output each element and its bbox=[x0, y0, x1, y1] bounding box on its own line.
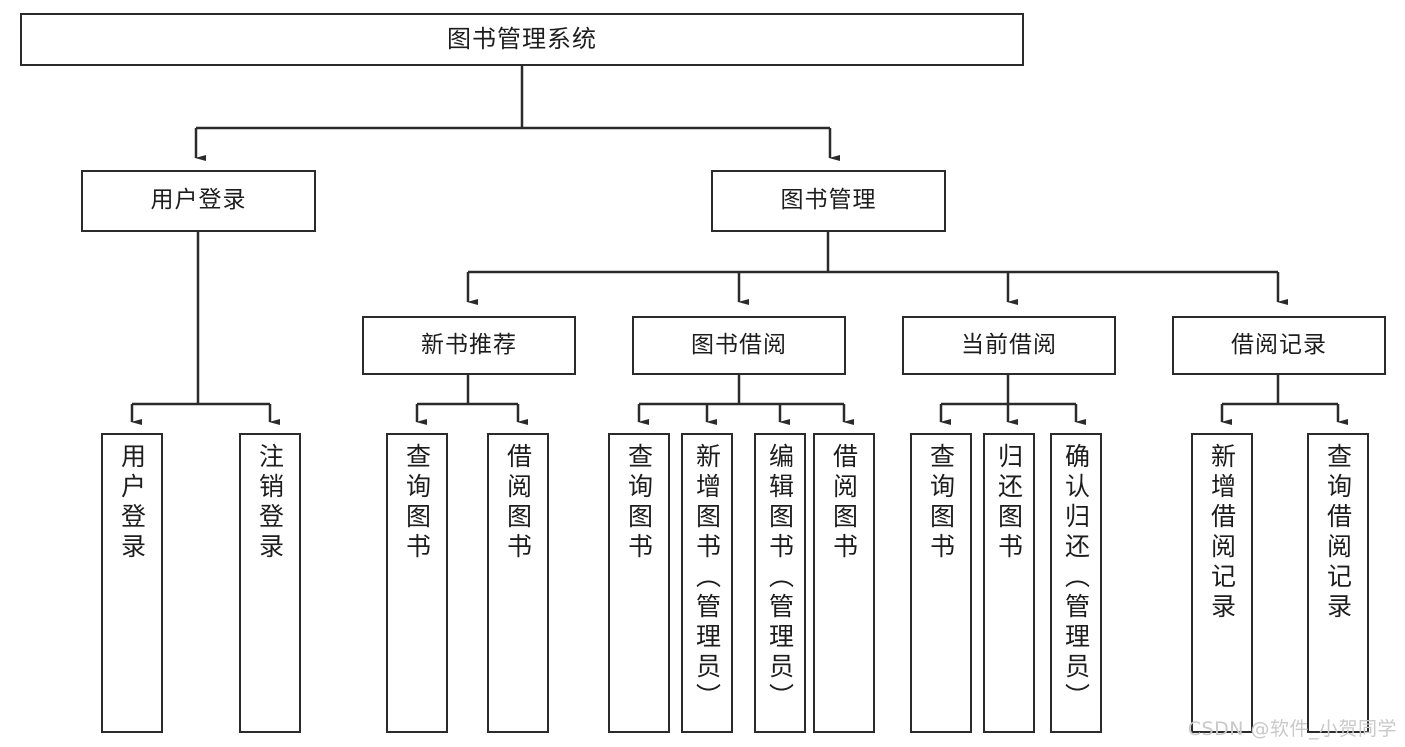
node-root-label: 图书管理系统 bbox=[447, 25, 597, 54]
node-leaf-user-login-label: 用户登录 bbox=[117, 443, 147, 563]
node-leaf-query-record-label: 查询借阅记录 bbox=[1323, 443, 1353, 623]
node-leaf-query-book-1-label: 查询图书 bbox=[402, 443, 432, 563]
node-leaf-logout-login[interactable]: 注销登录 bbox=[239, 433, 301, 733]
node-leaf-logout-login-label: 注销登录 bbox=[255, 443, 285, 563]
node-user-login[interactable]: 用户登录 bbox=[81, 170, 316, 232]
node-leaf-confirm-return[interactable]: 确认归还（管理员） bbox=[1050, 433, 1102, 733]
node-leaf-add-book[interactable]: 新增图书（管理员） bbox=[681, 433, 733, 733]
node-leaf-edit-book[interactable]: 编辑图书（管理员） bbox=[754, 433, 806, 733]
node-user-login-label: 用户登录 bbox=[150, 187, 247, 214]
node-book-manage-label: 图书管理 bbox=[780, 187, 877, 214]
node-current-borrow[interactable]: 当前借阅 bbox=[902, 316, 1116, 375]
node-leaf-borrow-book-1[interactable]: 借阅图书 bbox=[487, 433, 549, 733]
node-borrow-record-label: 借阅记录 bbox=[1231, 331, 1327, 358]
node-leaf-add-record[interactable]: 新增借阅记录 bbox=[1191, 433, 1253, 733]
node-book-borrow[interactable]: 图书借阅 bbox=[632, 316, 846, 375]
node-leaf-user-login[interactable]: 用户登录 bbox=[101, 433, 163, 733]
node-leaf-query-book-3[interactable]: 查询图书 bbox=[910, 433, 972, 733]
node-leaf-borrow-book-2-label: 借阅图书 bbox=[829, 443, 859, 563]
node-new-book-recommend[interactable]: 新书推荐 bbox=[362, 316, 576, 375]
node-leaf-query-book-2-label: 查询图书 bbox=[624, 443, 654, 563]
node-book-borrow-label: 图书借阅 bbox=[691, 331, 787, 358]
node-leaf-borrow-book-2[interactable]: 借阅图书 bbox=[813, 433, 875, 733]
node-current-borrow-label: 当前借阅 bbox=[961, 331, 1057, 358]
node-leaf-borrow-book-1-label: 借阅图书 bbox=[503, 443, 533, 563]
node-leaf-return-book[interactable]: 归还图书 bbox=[983, 433, 1035, 733]
node-leaf-add-record-label: 新增借阅记录 bbox=[1207, 443, 1237, 623]
node-leaf-edit-book-label: 编辑图书（管理员） bbox=[765, 443, 795, 713]
node-leaf-query-book-1[interactable]: 查询图书 bbox=[386, 433, 448, 733]
node-leaf-confirm-return-label: 确认归还（管理员） bbox=[1061, 443, 1091, 713]
node-borrow-record[interactable]: 借阅记录 bbox=[1172, 316, 1386, 375]
node-book-manage[interactable]: 图书管理 bbox=[711, 170, 946, 232]
node-leaf-query-book-2[interactable]: 查询图书 bbox=[608, 433, 670, 733]
node-leaf-query-book-3-label: 查询图书 bbox=[926, 443, 956, 563]
node-leaf-return-book-label: 归还图书 bbox=[994, 443, 1024, 563]
csdn-watermark: CSDN @软件_小贺同学 bbox=[1187, 718, 1397, 740]
node-leaf-add-book-label: 新增图书（管理员） bbox=[692, 443, 722, 713]
node-new-book-recommend-label: 新书推荐 bbox=[421, 331, 517, 358]
node-leaf-query-record[interactable]: 查询借阅记录 bbox=[1307, 433, 1369, 733]
node-root[interactable]: 图书管理系统 bbox=[20, 13, 1024, 66]
